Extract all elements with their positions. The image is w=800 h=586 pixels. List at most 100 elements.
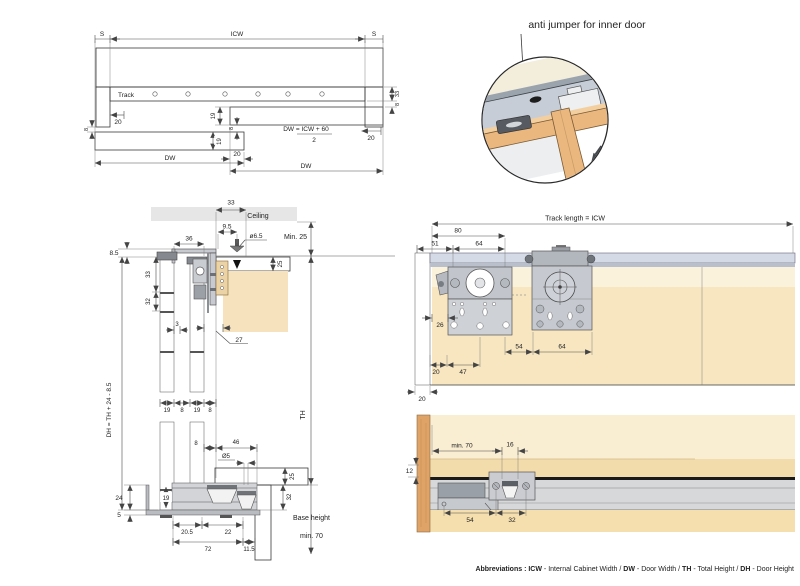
dim-12: 12 bbox=[406, 468, 414, 475]
dim-72: 72 bbox=[205, 547, 212, 553]
dim-24: 24 bbox=[115, 495, 123, 502]
dim-46: 46 bbox=[233, 440, 240, 446]
abbr-dw: DW bbox=[623, 566, 635, 573]
dim-min-70: min. 70 bbox=[300, 533, 323, 540]
bottom-guide-assembly bbox=[145, 482, 261, 518]
dim-32-rail: 32 bbox=[508, 517, 516, 524]
detail-content bbox=[482, 57, 608, 183]
abbr-th: TH bbox=[682, 566, 692, 573]
dim-20-panel: 20 bbox=[432, 369, 440, 376]
dim-54-rail: 54 bbox=[466, 517, 474, 524]
dim-32-left: 32 bbox=[146, 298, 152, 305]
outer-door-cap bbox=[156, 251, 178, 261]
plan-view: Track S ICW S 33 8 20 8 19 8 bbox=[84, 31, 401, 175]
mounting-plate bbox=[215, 260, 229, 296]
dim-19-inner: 19 bbox=[211, 112, 217, 119]
dim-dw-right: DW bbox=[301, 163, 313, 170]
dim-dw-left: DW bbox=[165, 155, 177, 162]
bottom-guide-plate bbox=[488, 471, 536, 501]
dim-51: 51 bbox=[431, 241, 439, 248]
dim-min-25: Min. 25 bbox=[284, 234, 307, 241]
base-height-label: Base height bbox=[293, 515, 330, 522]
dim-19-a: 19 bbox=[164, 408, 171, 414]
dim-8-bottom: 8 bbox=[194, 441, 198, 447]
roller-assembly-front bbox=[435, 266, 513, 336]
dim-20-left: 20 bbox=[114, 119, 122, 126]
dim-80: 80 bbox=[454, 228, 462, 235]
dim-s-right: S bbox=[372, 31, 377, 38]
dim-8-a: 8 bbox=[180, 408, 184, 414]
section-geometry: Ceiling bbox=[145, 207, 395, 561]
dim-dia-6-5: ø6.5 bbox=[249, 233, 262, 240]
dim-3: 3 bbox=[175, 322, 179, 328]
top-track-profile bbox=[156, 239, 245, 313]
dim-5: 5 bbox=[117, 512, 121, 519]
dim-54: 54 bbox=[515, 344, 523, 351]
bottom-rail-view: min. 70 16 12 54 32 bbox=[406, 414, 795, 533]
dim-22: 22 bbox=[225, 530, 232, 536]
screw-direction-arrow bbox=[233, 260, 241, 269]
abbr-th-def: - Total Height / bbox=[691, 566, 741, 573]
track-length-label: Track length = ICW bbox=[545, 216, 605, 223]
dim-11-5: 11.5 bbox=[243, 547, 255, 553]
abbr-dh: DH bbox=[740, 566, 751, 573]
track-label: Track bbox=[118, 92, 135, 99]
dim-8-left: 8 bbox=[84, 128, 90, 131]
dim-19-outer: 19 bbox=[217, 138, 223, 145]
dim-26: 26 bbox=[436, 322, 444, 329]
abbr-dw-def: - Door Width / bbox=[634, 566, 683, 573]
side-panel-strip bbox=[414, 252, 431, 386]
inner-door bbox=[229, 106, 384, 126]
dim-33-track: 33 bbox=[395, 91, 401, 97]
dim-64-bottom: 64 bbox=[558, 344, 566, 351]
rail-view-dimensions: min. 70 16 12 54 32 bbox=[406, 425, 528, 524]
detail-title: anti jumper for inner door bbox=[528, 19, 646, 31]
track-view-geometry bbox=[414, 245, 796, 386]
dim-9-5: 9.5 bbox=[222, 224, 231, 231]
dim-25-top: 25 bbox=[278, 260, 284, 267]
dim-icw: ICW bbox=[231, 31, 245, 38]
roller-wheel bbox=[195, 266, 205, 276]
dim-19-b: 19 bbox=[194, 408, 201, 414]
plinth bbox=[254, 484, 272, 561]
side-panel-front bbox=[416, 414, 431, 533]
dim-36: 36 bbox=[185, 236, 193, 243]
track-screw-holes bbox=[152, 91, 325, 97]
dim-19-shoe: 19 bbox=[163, 496, 170, 502]
ceiling-bar bbox=[151, 207, 297, 221]
track-length-view: Track length = ICW 80 51 64 26 54 64 20 … bbox=[407, 216, 796, 403]
dim-8-gap: 8 bbox=[395, 103, 401, 106]
detail-door-rail bbox=[482, 103, 608, 155]
dim-8-b: 8 bbox=[208, 408, 212, 414]
dim-25-bottom: 25 bbox=[290, 473, 296, 480]
dim-64-top: 64 bbox=[475, 241, 483, 248]
plan-cabinet-geometry: Track bbox=[94, 47, 384, 151]
dim-32-plinth: 32 bbox=[287, 493, 293, 500]
track-view-dimensions: Track length = ICW 80 51 64 26 54 64 20 … bbox=[407, 216, 794, 403]
vertical-section-view: Ceiling bbox=[106, 200, 395, 561]
dim-th: TH bbox=[300, 410, 307, 419]
dim-min-70-rail: min. 70 bbox=[451, 443, 473, 450]
outer-door-upper bbox=[159, 256, 175, 393]
dim-20-5: 20.5 bbox=[181, 530, 193, 536]
dim-s-left: S bbox=[100, 31, 105, 38]
dim-47: 47 bbox=[459, 369, 467, 376]
anti-jumper-bracket bbox=[496, 115, 532, 134]
plan-dimensions: S ICW S 33 8 20 8 19 8 19 20 bbox=[84, 31, 401, 175]
track-bar bbox=[429, 252, 796, 264]
dim-dia-5: Ø5 bbox=[222, 454, 231, 460]
dim-8-5: 8.5 bbox=[109, 250, 118, 257]
abbr-icw: Abbreviations : ICW bbox=[475, 566, 542, 573]
dim-20-right: 20 bbox=[367, 135, 375, 142]
abbr-dh-def: - Door Height bbox=[750, 566, 794, 573]
detail-track-hole bbox=[529, 96, 542, 103]
abbreviations-bar: Abbreviations : ICW - Internal Cabinet W… bbox=[475, 566, 794, 573]
ceiling-label: Ceiling bbox=[247, 213, 269, 220]
section-dimensions: 33 9.5 ø6.5 Min. 25 TH Base height min. … bbox=[106, 200, 330, 555]
dim-20-overlap: 20 bbox=[233, 151, 241, 158]
dim-27: 27 bbox=[235, 337, 243, 344]
rail-top-edge bbox=[430, 477, 795, 480]
dim-dh-formula: DH = TH + 24 - 8.5 bbox=[106, 382, 113, 437]
dim-20-side: 20 bbox=[418, 396, 426, 403]
